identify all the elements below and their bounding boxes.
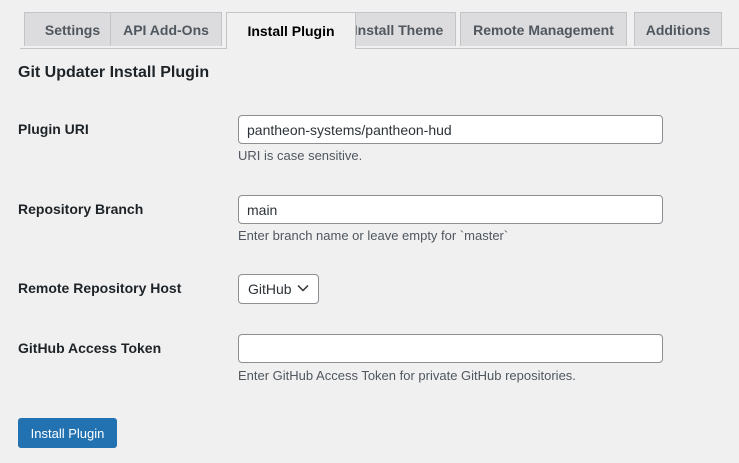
repository-branch-input[interactable] [238, 195, 663, 224]
tab-install-plugin[interactable]: Install Plugin [226, 12, 356, 49]
repository-branch-description: Enter branch name or leave empty for `ma… [238, 228, 509, 243]
access-token-input[interactable] [238, 334, 663, 363]
install-plugin-button[interactable]: Install Plugin [18, 418, 117, 448]
tab-api-add-ons[interactable]: API Add-Ons [110, 12, 222, 46]
chevron-down-icon [297, 284, 309, 292]
repository-branch-label: Repository Branch [18, 201, 144, 217]
access-token-description: Enter GitHub Access Token for private Gi… [238, 368, 576, 383]
plugin-uri-description: URI is case sensitive. [238, 148, 363, 163]
page-title: Git Updater Install Plugin [18, 64, 210, 81]
plugin-uri-input[interactable] [238, 115, 663, 144]
tab-settings[interactable]: Settings [24, 12, 121, 46]
remote-host-label: Remote Repository Host [18, 280, 182, 296]
plugin-uri-label: Plugin URI [18, 121, 89, 137]
access-token-label: GitHub Access Token [18, 340, 162, 356]
remote-host-selected-value: GitHub [248, 281, 292, 297]
tab-remote-management[interactable]: Remote Management [460, 12, 627, 46]
remote-host-select[interactable]: GitHub [238, 274, 319, 304]
tab-additions[interactable]: Additions [634, 12, 722, 46]
tab-install-theme[interactable]: Install Theme [341, 12, 456, 46]
settings-tab-bar: Settings API Add-Ons Install Plugin Inst… [20, 12, 739, 49]
